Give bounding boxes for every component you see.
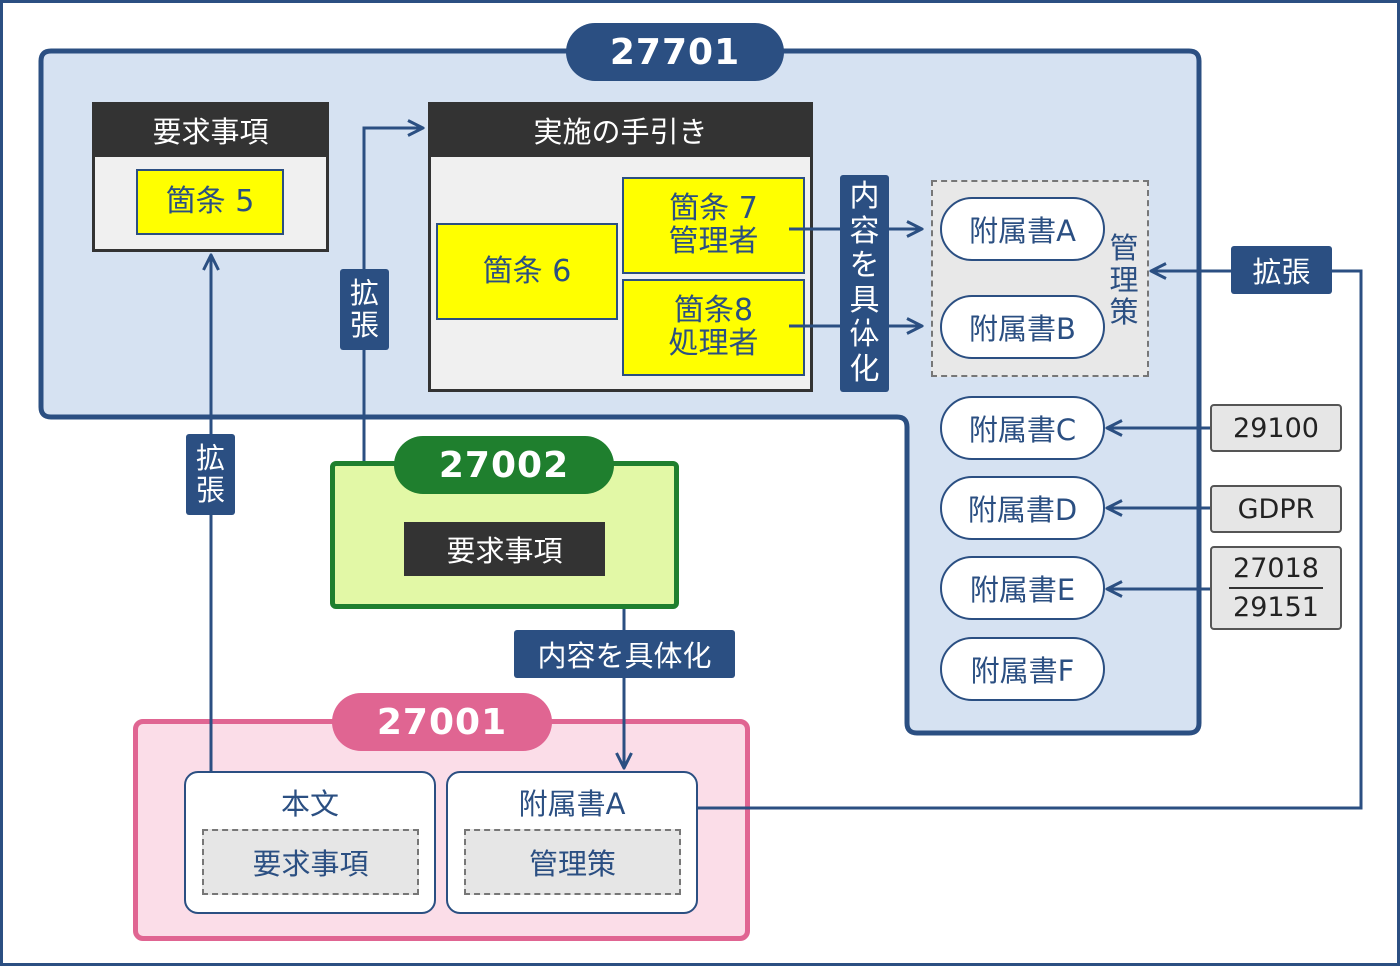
detail-char: 具 [849, 282, 880, 318]
clause8-role: 処理者 [668, 325, 759, 361]
iso27701-title: 27701 [566, 23, 784, 81]
annex-a: 附属書A [940, 197, 1105, 261]
detail-char: 化 [849, 351, 880, 387]
clause7-box: 箇条 7 管理者 [622, 177, 805, 274]
extend-tag-left: 拡 張 [186, 434, 235, 515]
clause7-role: 管理者 [668, 223, 759, 259]
iso27002-title: 27002 [394, 436, 614, 494]
detail-char: 容 [849, 213, 880, 249]
extend-char: 張 [195, 472, 225, 507]
annex-c: 附属書C [940, 396, 1105, 460]
guidance-header: 実施の手引き [428, 102, 813, 157]
annex-e: 附属書E [940, 556, 1105, 620]
detail-char: を [849, 248, 880, 283]
clause8-label: 箇条8 [673, 293, 754, 329]
detail-char: 体 [849, 317, 880, 352]
annex-d: 附属書D [940, 476, 1105, 540]
standard-29151: 29151 [1233, 591, 1319, 623]
iso27001-title: 27001 [332, 693, 552, 751]
clause6-box: 箇条 6 [436, 223, 618, 320]
clause8-box: 箇条8 処理者 [622, 279, 805, 376]
iso27002-requirements: 要求事項 [404, 522, 605, 576]
iso27001-annex-controls: 管理策 [464, 829, 681, 895]
iso27001-body-title: 本文 [280, 787, 339, 821]
extend-char: 張 [349, 307, 379, 342]
standard-29100: 29100 [1210, 404, 1342, 452]
iso27701-requirements-header: 要求事項 [92, 102, 329, 157]
standard-gdpr: GDPR [1210, 485, 1342, 533]
controls-char: 理 [1109, 263, 1139, 298]
iso27001-body-requirements: 要求事項 [202, 829, 419, 895]
controls-char: 管 [1109, 231, 1139, 266]
controls-char: 策 [1109, 294, 1139, 329]
extend-char: 拡 [349, 276, 379, 311]
extend-tag-right: 拡張 [1231, 246, 1332, 294]
extend-tag-middle: 拡 張 [340, 269, 389, 350]
extend-char: 拡 [195, 441, 225, 476]
annex-b: 附属書B [940, 295, 1105, 359]
annex-f: 附属書F [940, 637, 1105, 701]
controls-label: 管 理 策 [1104, 221, 1144, 341]
detail-tag-horizontal: 内容を具体化 [514, 630, 735, 678]
detail-char: 内 [849, 179, 880, 214]
clause7-label: 箇条 7 [669, 191, 758, 227]
iso27001-annex-title: 附属書A [518, 787, 626, 821]
clause5-box: 箇条 5 [136, 169, 284, 235]
detail-tag-vertical: 内 容 を 具 体 化 [840, 175, 889, 392]
standard-27018-29151: 27018 29151 [1210, 546, 1342, 630]
standard-27018: 27018 [1229, 554, 1323, 589]
